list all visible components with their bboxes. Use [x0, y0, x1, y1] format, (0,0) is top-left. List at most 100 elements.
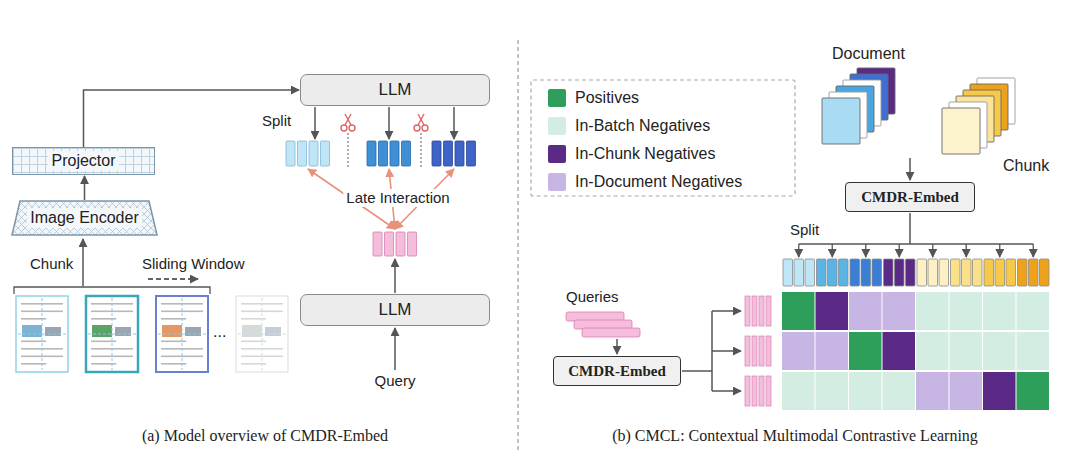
token-bar: [1040, 259, 1050, 286]
token-bar: [872, 259, 882, 286]
legend-text: In-Chunk Negatives: [575, 144, 716, 163]
query-token: [745, 296, 750, 326]
patch-grid: [88, 334, 136, 335]
document-thumbnail: [16, 296, 68, 372]
token-bar: [286, 141, 295, 166]
document-label: Document: [832, 44, 905, 63]
token-bar: [984, 259, 994, 286]
matrix-cell: [883, 372, 916, 410]
query-token: [766, 376, 771, 406]
legend-entry: In-Document Negatives: [548, 172, 742, 191]
output-arrow: [314, 107, 316, 139]
token-bar: [783, 259, 793, 286]
query-token: [759, 376, 764, 406]
input-arrow: [394, 328, 396, 370]
matrix-cell: [849, 332, 882, 370]
token-bar: [402, 141, 411, 166]
matrix-cell: [849, 292, 882, 330]
scissor-handle: [349, 125, 355, 131]
split-arrow: [832, 244, 833, 257]
token-bar: [396, 232, 405, 256]
matrix-cell: [983, 292, 1016, 330]
output-arrow: [394, 259, 396, 293]
figure: [185, 327, 201, 336]
token-bar: [839, 259, 849, 286]
token-bar: [321, 141, 330, 166]
matrix-cell: [883, 292, 916, 330]
matrix-cell: [950, 332, 983, 370]
scissor-blade: [345, 114, 351, 125]
split-line: [347, 133, 348, 168]
token-bar: [1006, 259, 1016, 286]
token-bar: [444, 141, 453, 166]
token-bar: [373, 232, 382, 256]
arrow-connector: [84, 176, 86, 200]
matrix-cell: [782, 292, 815, 330]
query-token: [745, 376, 750, 406]
subcaption: (b) CMCL: Contextual Multimodal Contrast…: [612, 426, 978, 445]
figure: [115, 327, 131, 336]
token-bar: [917, 259, 927, 286]
token-bar: [385, 232, 394, 256]
token-bar: [817, 259, 827, 286]
embed-box: CMDR-Embed: [845, 182, 975, 212]
fanout-arrow: [712, 390, 741, 392]
encoder-trapezoid: Image Encoder: [11, 200, 158, 236]
legend-swatch: [548, 173, 566, 191]
split-line: [799, 243, 1034, 245]
legend-frame: [531, 80, 795, 196]
scissor-handle: [414, 125, 420, 131]
query-label: Query: [375, 372, 416, 390]
matrix-cell: [782, 372, 815, 410]
token-bar: [298, 141, 307, 166]
scissor-blade: [418, 114, 424, 125]
matrix-cell: [983, 332, 1016, 370]
matrix-cell: [916, 332, 949, 370]
scissor-blade: [345, 114, 351, 125]
token-bar: [951, 259, 961, 286]
patch-grid: [18, 334, 66, 335]
sliding-arrow: [148, 278, 198, 280]
token-bar: [939, 259, 949, 286]
legend-text: In-Document Negatives: [575, 172, 742, 191]
document-thumbnail: [156, 296, 208, 372]
chunk-bracket: [14, 287, 210, 294]
query-token: [752, 336, 757, 366]
patch-grid: [182, 298, 183, 370]
token-bar: [850, 259, 860, 286]
query-bar: [582, 328, 640, 337]
token-bar: [794, 259, 804, 286]
ellipsis: ...: [213, 322, 226, 341]
split-label: Split: [262, 112, 291, 130]
patch-grid: [262, 298, 263, 370]
token-bar: [432, 141, 441, 166]
scissor-handle: [341, 125, 347, 131]
output-arrow: [453, 107, 455, 139]
token-bar: [455, 141, 464, 166]
token-bar: [1029, 259, 1039, 286]
matrix-cell: [849, 372, 882, 410]
token-bar: [367, 141, 376, 166]
query-token: [759, 336, 764, 366]
document-page: [822, 98, 860, 144]
late-interaction-label: Late Interaction: [343, 189, 452, 207]
projector-box: Projector: [12, 147, 155, 175]
legend-swatch: [548, 145, 566, 163]
query-token: [766, 336, 771, 366]
matrix-cell: [816, 332, 849, 370]
legend-text: Positives: [575, 88, 639, 107]
token-bar: [379, 141, 388, 166]
embed-box: CMDR-Embed: [553, 356, 681, 386]
output-arrow: [388, 107, 390, 139]
split-arrow: [798, 244, 799, 257]
token-bar: [467, 141, 476, 166]
document-thumbnail: [236, 296, 288, 372]
matrix-cell: [950, 372, 983, 410]
trapezoid-shape: [12, 201, 157, 235]
matrix-cell: [816, 292, 849, 330]
token-bar: [906, 259, 916, 286]
token-bar: [973, 259, 983, 286]
